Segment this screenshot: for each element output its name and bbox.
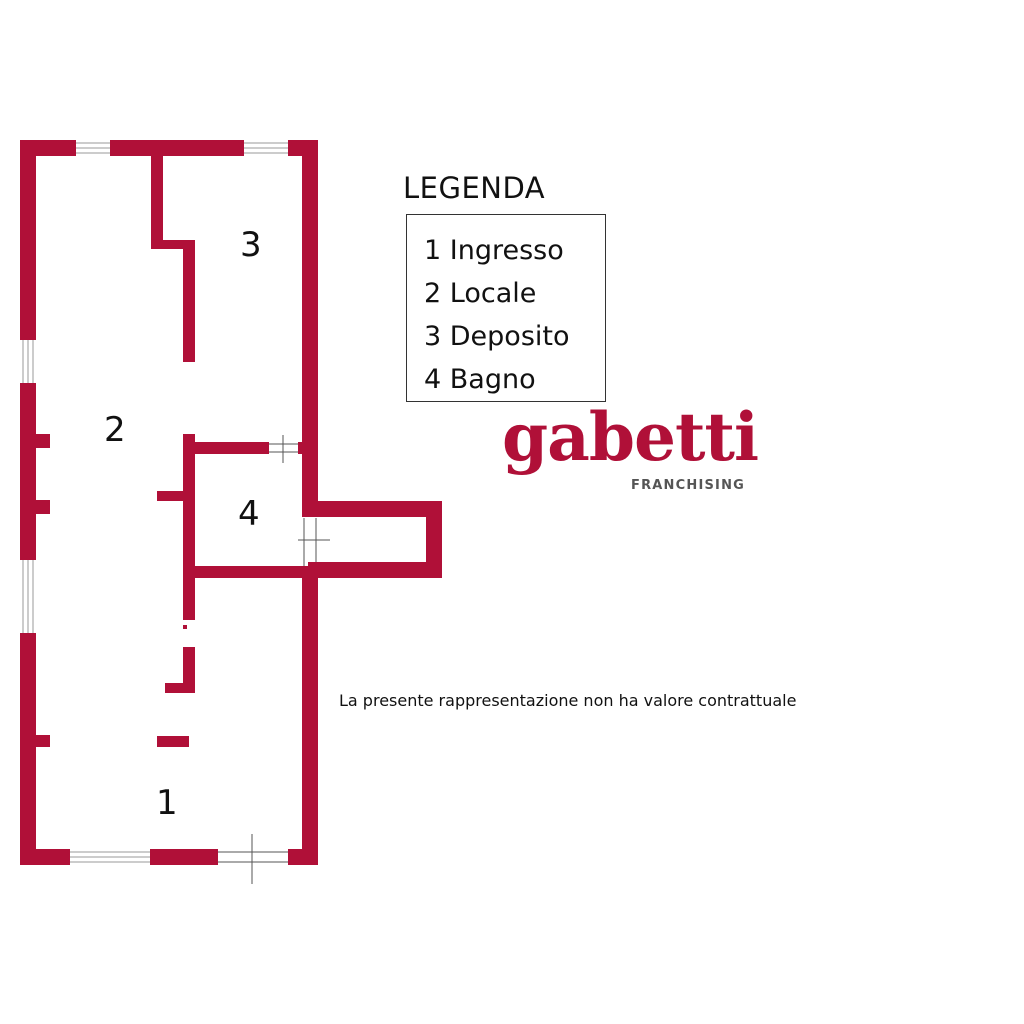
storage-partition-down: [183, 240, 195, 362]
bathroom-north-wall-end: [298, 442, 308, 454]
partition-dash-1: [183, 625, 187, 629]
disclaimer-text: La presente rappresentazione non ha valo…: [339, 691, 797, 710]
window-left-lower: [22, 560, 34, 633]
bathroom-stub: [157, 491, 183, 501]
legend-item: 2 Locale: [424, 278, 537, 309]
logo-wordmark: gabetti: [502, 398, 759, 476]
logo-tagline: FRANCHISING: [631, 478, 746, 493]
partition-dash-3: [165, 683, 195, 693]
bathroom-south-wall: [183, 566, 308, 578]
legend-title: LEGENDA: [403, 171, 546, 205]
legend-item: 4 Bagno: [424, 364, 536, 395]
pilaster-left-2: [36, 500, 50, 514]
door-bathroom-east: [298, 518, 330, 568]
annex-bottom-wall: [308, 562, 442, 578]
wall-right-lower: [302, 570, 318, 865]
wall-top-middle: [110, 140, 244, 156]
room-number-4: 4: [238, 494, 260, 534]
window-top-right: [244, 142, 288, 154]
storage-partition-top: [151, 156, 163, 248]
partition-lower: [183, 578, 195, 620]
wall-left-bottom: [20, 633, 36, 865]
wall-left-top: [20, 140, 36, 340]
storage-partition-step: [151, 240, 195, 249]
window-top-left: [76, 142, 110, 154]
partition-dash-4: [157, 736, 189, 747]
pilaster-left-3: [36, 735, 50, 747]
wall-bottom-left: [20, 849, 70, 865]
room-number-2: 2: [104, 410, 126, 450]
legend-box: 1 Ingresso 2 Locale 3 Deposito 4 Bagno: [406, 214, 606, 402]
pilaster-left-1: [36, 434, 50, 448]
annex-top-wall: [302, 501, 442, 517]
wall-bottom-middle: [150, 849, 218, 865]
wall-left-middle: [20, 383, 36, 560]
partition-dash-2: [183, 647, 195, 693]
entrance-door: [218, 834, 288, 884]
bathroom-north-wall: [183, 442, 269, 454]
legend-item: 3 Deposito: [424, 321, 570, 352]
door-bathroom-north: [269, 435, 298, 463]
window-bottom: [70, 851, 150, 863]
room-number-1: 1: [156, 783, 178, 823]
gabetti-logo: gabetti FRANCHISING: [500, 398, 759, 518]
window-left-upper: [22, 340, 34, 383]
legend-item: 1 Ingresso: [424, 235, 564, 266]
room-number-3: 3: [240, 225, 262, 265]
annex-right-wall: [426, 501, 442, 578]
wall-right-upper: [302, 140, 318, 510]
